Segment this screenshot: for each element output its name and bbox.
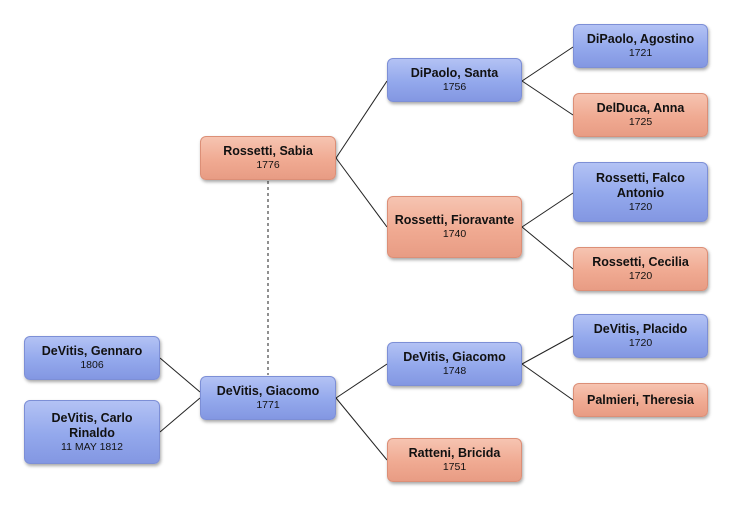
person-date: 1771 [256, 399, 280, 411]
person-name: Rossetti, Falco Antonio [596, 170, 685, 200]
person-name: DiPaolo, Santa [410, 66, 499, 80]
person-date: 1721 [628, 47, 653, 59]
person-node-rossetti-cecilia[interactable]: Rossetti, Cecilia 1720 [573, 247, 708, 291]
connector-sabia-santa [335, 80, 388, 159]
connector-carlo-giacomo [159, 397, 201, 433]
person-name: Rossetti, Fioravante [394, 213, 515, 227]
person-date: 1720 [628, 200, 653, 213]
person-name: DiPaolo, Agostino [586, 32, 695, 46]
person-name: DeVitis, Carlo Rinaldo [51, 410, 133, 440]
person-date: 1740 [442, 228, 467, 240]
person-date: 1776 [256, 159, 280, 171]
connector-santa-anna [521, 80, 574, 116]
person-name: DeVitis, Giacomo [216, 384, 320, 398]
person-node-delduca-anna[interactable]: DelDuca, Anna 1725 [573, 93, 708, 137]
connector-sabia-fioravante [335, 157, 388, 228]
connector-giacomo1748-theresia [521, 363, 574, 401]
connector-giacomo-bricida [335, 397, 388, 461]
person-date: 11 MAY 1812 [61, 440, 123, 453]
person-name: DeVitis, Placido [593, 322, 688, 336]
person-node-devitis-giacomo-1771[interactable]: DeVitis, Giacomo 1771 [200, 376, 336, 420]
person-node-rossetti-falco-antonio[interactable]: Rossetti, Falco Antonio 1720 [573, 162, 708, 222]
connector-gennaro-giacomo [159, 357, 201, 393]
connector-fioravante-cecilia [521, 226, 574, 270]
person-name: DelDuca, Anna [596, 101, 685, 115]
connector-fioravante-falco [521, 192, 574, 228]
person-node-palmieri-theresia[interactable]: Palmieri, Theresia [573, 383, 708, 417]
person-node-ratteni-bricida[interactable]: Ratteni, Bricida 1751 [387, 438, 522, 482]
person-node-devitis-placido[interactable]: DeVitis, Placido 1720 [573, 314, 708, 358]
connector-giacomo1748-placido [521, 335, 574, 365]
person-node-dipaolo-santa[interactable]: DiPaolo, Santa 1756 [387, 58, 522, 102]
connector-santa-agostino [521, 46, 574, 82]
person-node-dipaolo-agostino[interactable]: DiPaolo, Agostino 1721 [573, 24, 708, 68]
person-date: 1806 [80, 359, 104, 371]
person-name: Ratteni, Bricida [408, 446, 501, 460]
person-date: 1720 [628, 270, 653, 282]
person-node-devitis-giacomo-1748[interactable]: DeVitis, Giacomo 1748 [387, 342, 522, 386]
person-date: 1751 [442, 461, 467, 473]
person-name: Rossetti, Sabia [223, 144, 313, 158]
person-date: 1756 [442, 81, 467, 93]
person-name: DeVitis, Giacomo [403, 350, 506, 364]
person-node-devitis-carlo-rinaldo[interactable]: DeVitis, Carlo Rinaldo 11 MAY 1812 [24, 400, 160, 464]
person-date: 1725 [628, 116, 653, 128]
person-name: Palmieri, Theresia [586, 392, 694, 407]
person-date: 1720 [628, 337, 653, 349]
person-node-devitis-gennaro[interactable]: DeVitis, Gennaro 1806 [24, 336, 160, 380]
connector-giacomo-giacomo1748 [335, 363, 388, 399]
person-node-rossetti-sabia[interactable]: Rossetti, Sabia 1776 [200, 136, 336, 180]
person-name: DeVitis, Gennaro [41, 344, 143, 358]
person-name: Rossetti, Cecilia [592, 255, 689, 269]
person-node-rossetti-fioravante[interactable]: Rossetti, Fioravante 1740 [387, 196, 522, 258]
person-date: 1748 [442, 365, 467, 377]
